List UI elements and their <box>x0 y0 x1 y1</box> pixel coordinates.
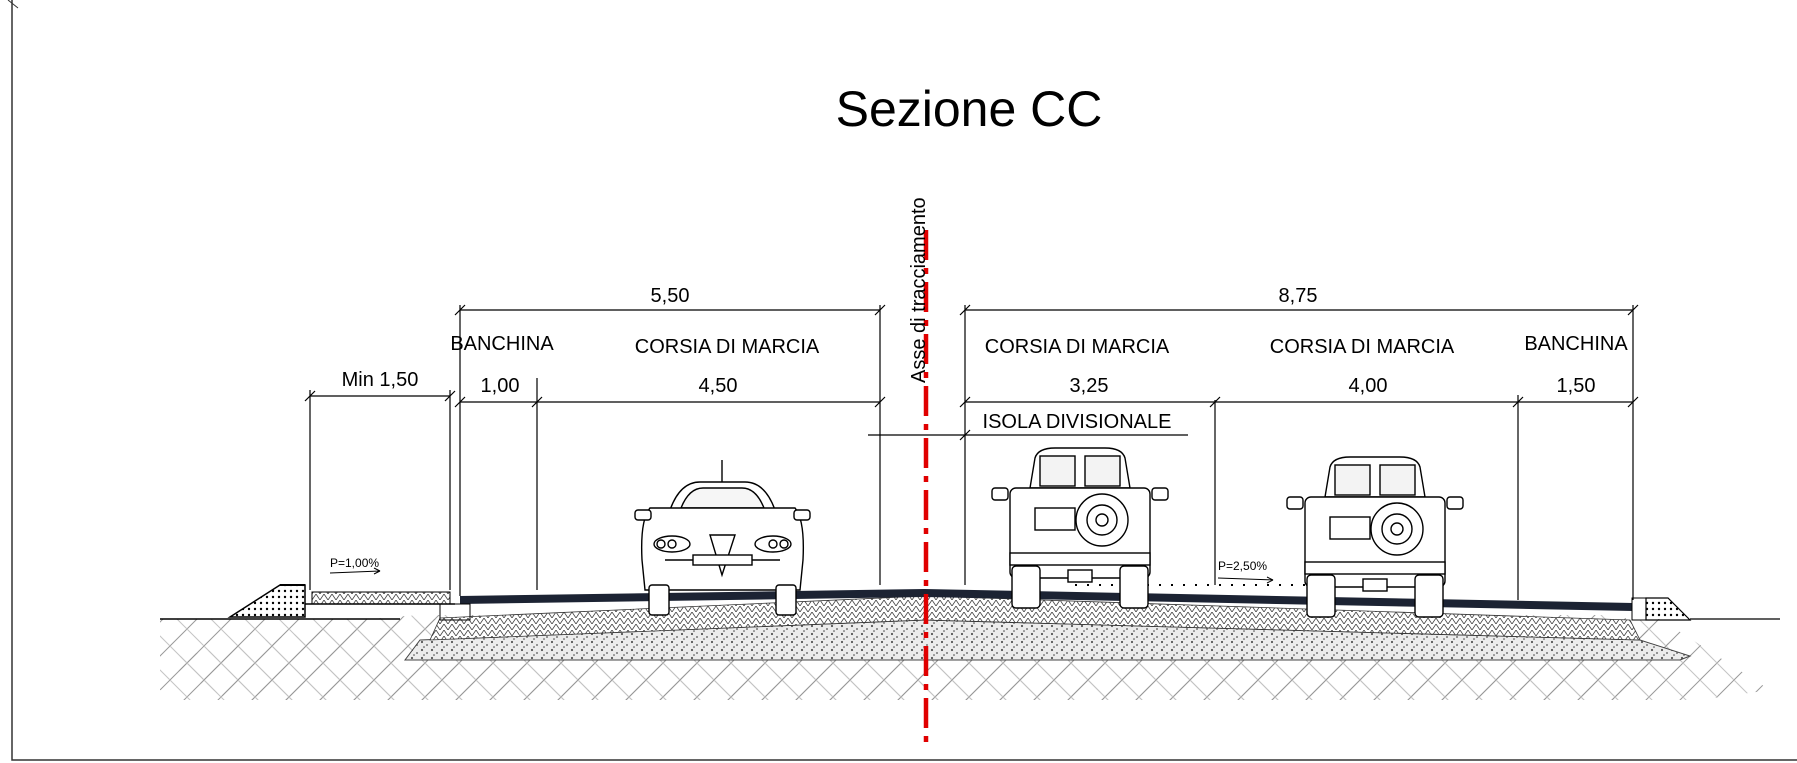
dimension-ticks <box>304 304 1639 441</box>
label-left-shoulder: BANCHINA <box>450 333 554 355</box>
dim-right-total: 8,75 <box>1279 285 1318 307</box>
suv-car-1 <box>991 447 1169 609</box>
section-title: Sezione CC <box>836 81 1103 137</box>
label-left-lane: CORSIA DI MARCIA <box>635 336 820 358</box>
asphalt-layer <box>460 589 1633 611</box>
drawing-frame <box>11 0 1797 761</box>
dim-right-lane-1: 3,25 <box>1070 375 1109 397</box>
right-embankment <box>1631 597 1692 621</box>
road-slope-label: P=2,50% <box>1218 559 1267 573</box>
sedan-car <box>634 460 811 616</box>
sidewalk <box>227 584 471 621</box>
label-median: ISOLA DIVISIONALE <box>983 411 1172 433</box>
corner-mark <box>7 0 19 9</box>
dim-sidewalk: Min 1,50 <box>342 369 419 391</box>
label-right-lane-2: CORSIA DI MARCIA <box>1270 336 1455 358</box>
dimension-lines <box>310 309 1633 436</box>
dim-left-total: 5,50 <box>651 285 690 307</box>
label-right-lane-1: CORSIA DI MARCIA <box>985 336 1170 358</box>
dim-left-lane: 4,50 <box>699 375 738 397</box>
sidewalk-slope-arrow <box>329 567 381 575</box>
dim-right-lane-2: 4,00 <box>1349 375 1388 397</box>
label-right-shoulder: BANCHINA <box>1524 333 1628 355</box>
alignment-axis-label: Asse di tracciamento <box>908 197 930 383</box>
dim-left-shoulder: 1,00 <box>481 375 520 397</box>
extension-lines <box>309 305 1634 600</box>
road-pavement <box>404 589 1692 661</box>
suv-car-2 <box>1286 456 1464 618</box>
sidewalk-slope-label: P=1,00% <box>330 556 379 570</box>
road-slope-arrow <box>1217 576 1274 584</box>
dim-right-shoulder: 1,50 <box>1557 375 1596 397</box>
